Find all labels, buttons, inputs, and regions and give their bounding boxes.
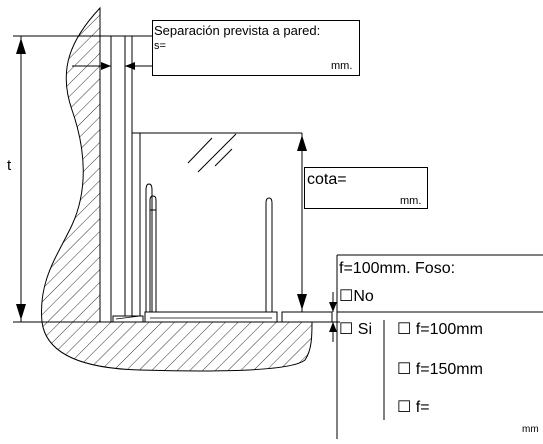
separation-box: Separación prevista a pared: s= mm. <box>152 20 360 76</box>
cota-var: cota= <box>307 171 347 188</box>
checkbox-icon[interactable]: ☐ <box>397 399 412 416</box>
pit-no-option[interactable]: ☐No <box>339 289 374 305</box>
pit-unit: mm <box>522 424 539 435</box>
checkbox-icon[interactable]: ☐ <box>339 321 354 338</box>
pit-no-label: No <box>353 288 374 305</box>
pit-option-custom-label: f= <box>415 399 430 416</box>
pit-si-option[interactable]: ☐ Si <box>339 322 372 338</box>
pit-option-100[interactable]: ☐ f=100mm <box>397 322 483 338</box>
separation-unit: mm. <box>331 60 353 72</box>
pit-option-100-label: f=100mm <box>415 321 483 338</box>
separation-title: Separación prevista a pared: <box>154 23 321 38</box>
floor-hatched-section <box>41 321 313 372</box>
cota-box: cota= mm. <box>304 167 428 209</box>
pit-option-150[interactable]: ☐ f=150mm <box>397 362 483 378</box>
pit-si-label: Si <box>357 321 373 338</box>
pit-option-custom[interactable]: ☐ f= <box>397 400 430 416</box>
checkbox-icon[interactable]: ☐ <box>397 361 412 378</box>
wall-hatched-section <box>40 6 101 323</box>
separation-var: s= <box>154 40 166 52</box>
checkbox-icon[interactable]: ☐ <box>339 288 354 305</box>
cota-unit: mm. <box>400 195 422 207</box>
checkbox-icon[interactable]: ☐ <box>397 321 412 338</box>
height-var-label: t <box>7 157 12 174</box>
pit-option-150-label: f=150mm <box>415 361 483 378</box>
pit-title: f=100mm. Foso: <box>339 260 456 277</box>
